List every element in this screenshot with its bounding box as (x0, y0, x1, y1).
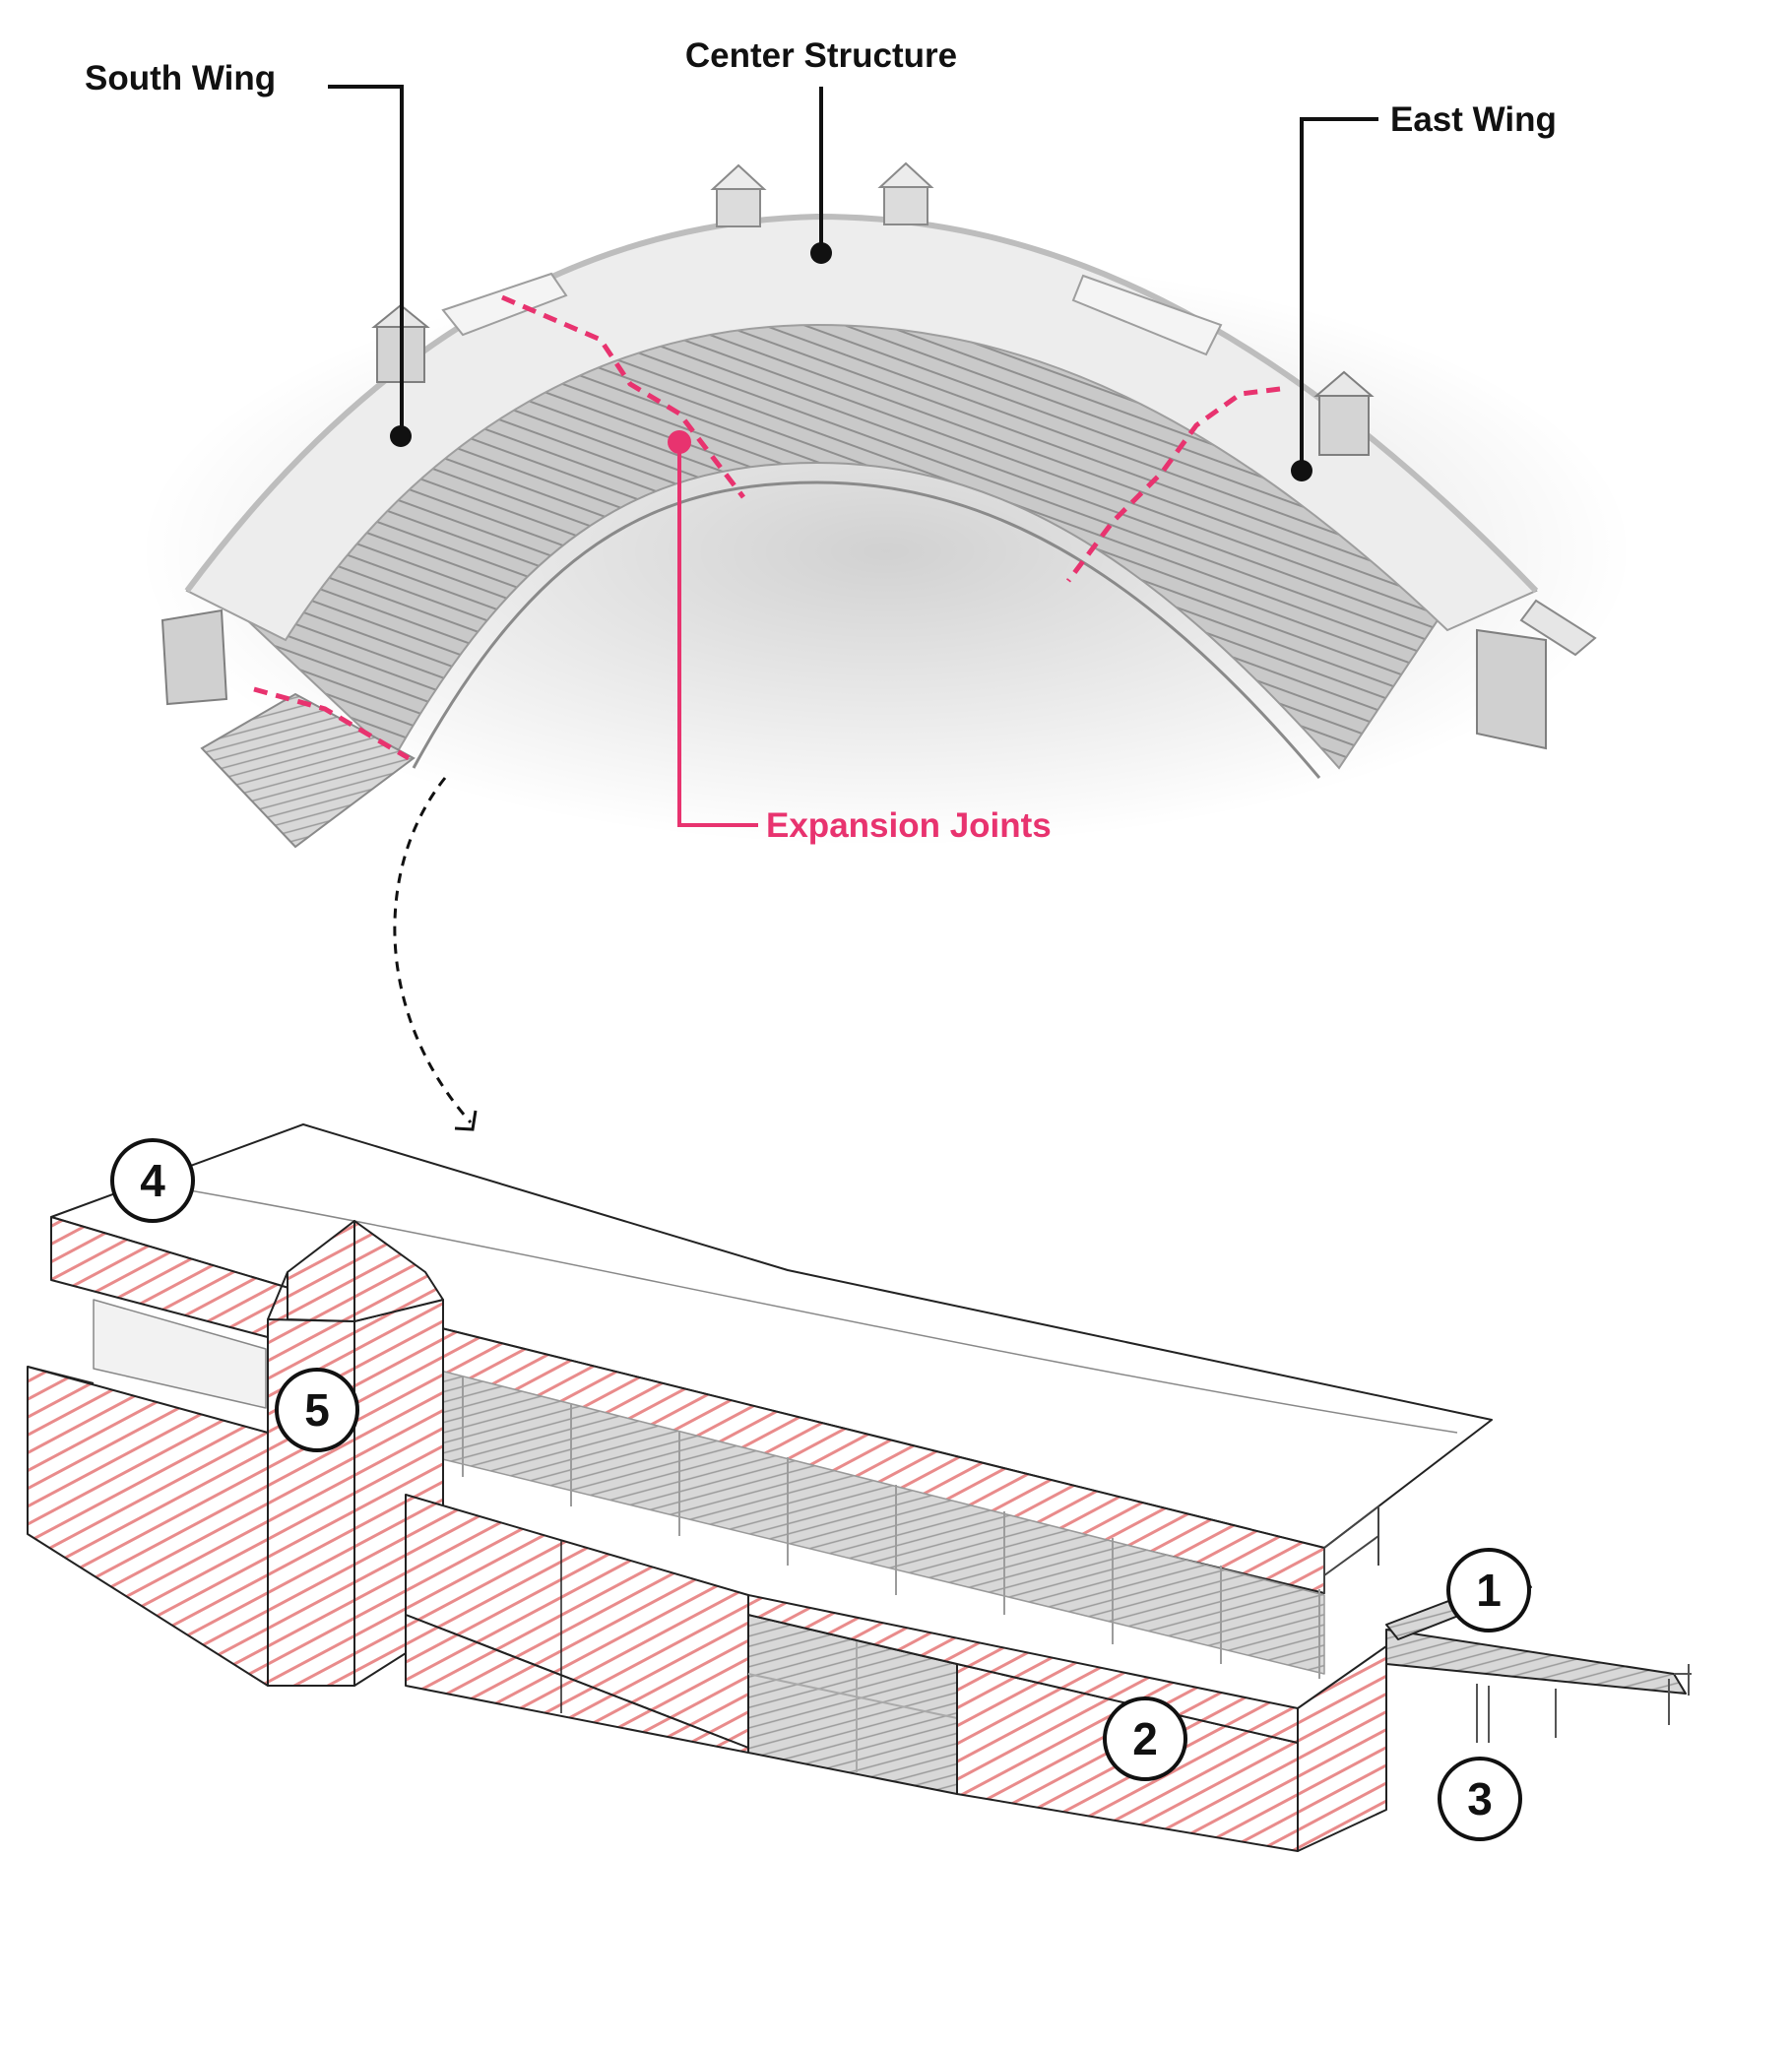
stadium-model (138, 161, 1634, 849)
callout-3: 3 (1438, 1757, 1522, 1841)
callout-5-number: 5 (304, 1384, 330, 1436)
callout-1: 1 (1446, 1548, 1531, 1632)
center-structure-label: Center Structure (685, 36, 957, 75)
walkway-supports (1476, 1664, 1692, 1743)
south-wing-leader (328, 85, 404, 436)
corner-tower-east (1313, 370, 1375, 456)
callout-5: 5 (275, 1368, 359, 1452)
left-wall (27, 1366, 269, 1687)
callout-3-number: 3 (1467, 1773, 1493, 1824)
expansion-joint-lines (253, 294, 1281, 761)
east-wing-leader (1300, 117, 1378, 471)
callout-4: 4 (110, 1138, 195, 1223)
leader-lines (328, 85, 1378, 827)
inner-bowl-edge (412, 480, 1321, 779)
detail-arrow-head (454, 1110, 478, 1131)
upper-balcony-opening (93, 1299, 267, 1409)
east-ramp (1519, 599, 1597, 657)
expansion-joint-center (501, 294, 745, 499)
detail-arrow-path (393, 777, 473, 1123)
callout-4-number: 4 (140, 1155, 165, 1206)
callout-1-number: 1 (1476, 1565, 1502, 1616)
east-wing-label: East Wing (1390, 100, 1557, 139)
end-roof-trusses (1323, 1505, 1379, 1593)
skylight-east (1071, 274, 1223, 356)
detail-arrow (393, 777, 478, 1131)
roof-tower-2 (877, 161, 934, 225)
interior-columns (462, 1376, 1320, 1679)
roof-ridge-line (137, 1181, 1458, 1434)
callout-2-number: 2 (1132, 1713, 1158, 1764)
expansion-joint-east (1066, 386, 1281, 583)
roof-tower-1 (710, 163, 767, 227)
east-end-block (1476, 628, 1547, 750)
callout-2: 2 (1103, 1696, 1187, 1781)
skylight-south (441, 272, 568, 337)
expansion-joints-leader (677, 442, 758, 827)
doorway-frame (747, 1639, 958, 1772)
walkway-deck (1385, 1629, 1687, 1695)
expansion-joint-south (253, 686, 411, 761)
south-wing-label: South Wing (85, 59, 276, 97)
tower-roof-side (353, 1220, 444, 1322)
south-end-block (160, 608, 228, 706)
wing-detail (27, 1123, 1692, 1852)
end-wall (1297, 1645, 1387, 1852)
expansion-joints-label: Expansion Joints (766, 806, 1052, 845)
